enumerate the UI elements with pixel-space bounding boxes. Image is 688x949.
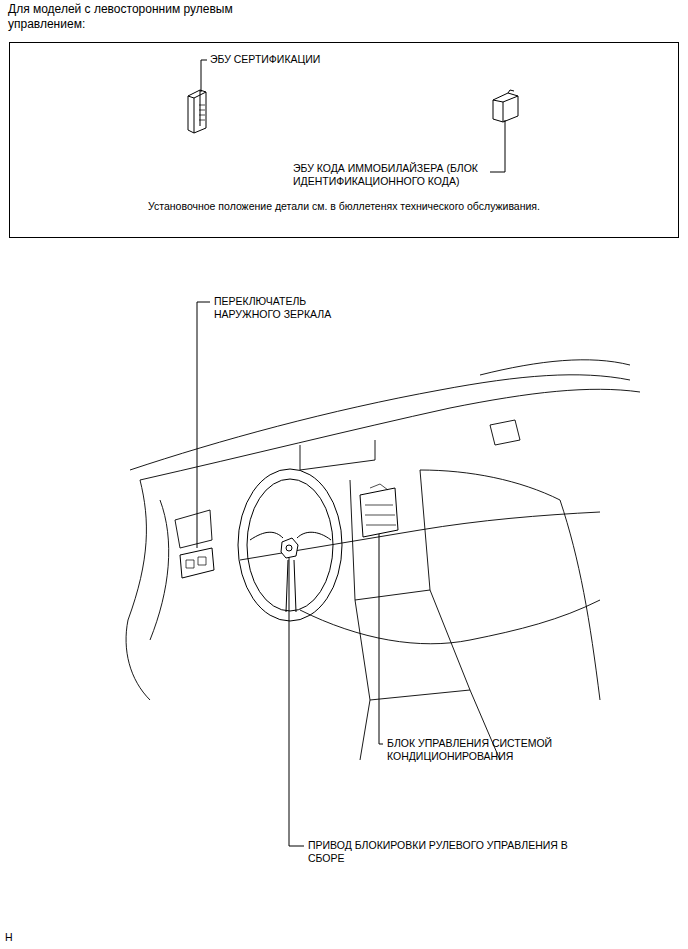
mirror-switch (180, 548, 214, 578)
frame-note: Установочное положение детали см. в бюлл… (10, 200, 678, 213)
steering-lock-actuator (281, 538, 298, 558)
part-label: ЭБУ КОДА ИММОБИЛАЙЗЕРА (БЛОК ИДЕНТИФИКАЦ… (293, 162, 508, 188)
part-label: ЭБУ СЕРТИФИКАЦИИ (210, 53, 410, 66)
part-label: ПРИВОД БЛОКИРОВКИ РУЛЕВОГО УПРАВЛЕНИЯ В … (308, 839, 588, 865)
part-label: БЛОК УПРАВЛЕНИЯ СИСТЕМОЙ КОНДИЦИОНИРОВАН… (387, 737, 602, 763)
frame-heading: Для моделей с левосторонним рулевым упра… (8, 2, 273, 32)
location-frame: Для моделей с левосторонним рулевым упра… (8, 2, 679, 238)
steering-wheel (238, 469, 342, 621)
ac-control-assembly (360, 484, 398, 537)
part-label: ПЕРЕКЛЮЧАТЕЛЬ НАРУЖНОГО ЗЕРКАЛА (214, 295, 364, 321)
immobilizer-ecu (493, 90, 518, 122)
figure-code: H (5, 931, 25, 944)
frame-border: Установочное положение детали см. в бюлл… (9, 42, 679, 238)
certification-ecu (188, 90, 206, 133)
dashboard-drawing (126, 360, 640, 760)
